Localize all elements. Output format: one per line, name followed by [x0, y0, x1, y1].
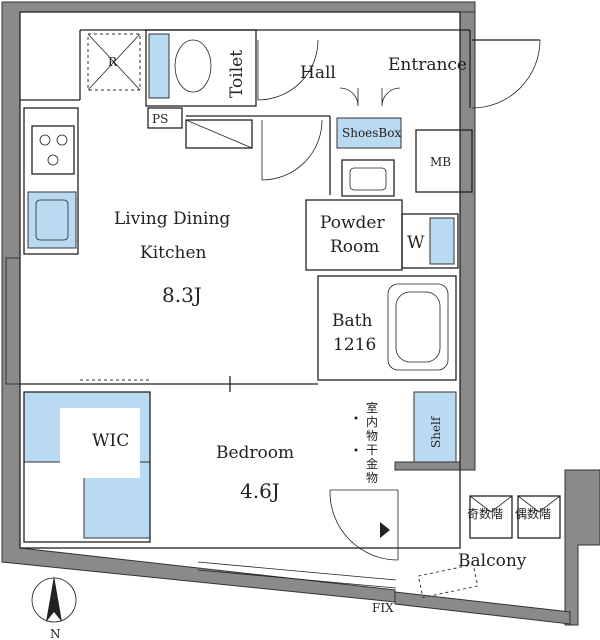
- washer-label: W: [407, 233, 425, 253]
- bedroom-label: Bedroom: [216, 443, 294, 463]
- svg-text:物: 物: [366, 429, 378, 443]
- stair-line: [469, 495, 492, 513]
- stove: [31, 125, 75, 175]
- svg-text:金: 金: [366, 456, 378, 471]
- stair-right-label: 偶数階: [515, 506, 551, 521]
- powder-room: [305, 199, 403, 271]
- entrance-door-swing: [471, 39, 541, 109]
- shoesbox-label: ShoesBox: [342, 126, 401, 140]
- entrance-label: Entrance: [388, 55, 467, 75]
- hall-label: Hall: [300, 63, 336, 83]
- stair-right: [517, 495, 561, 539]
- balcony-door-swing: [329, 489, 399, 561]
- bath-room: [317, 275, 457, 381]
- powder-sink: [341, 159, 395, 197]
- wic-floor: [60, 408, 140, 478]
- shoesbox-doors: [339, 87, 401, 107]
- ldk-size: 8.3J: [162, 283, 202, 307]
- wic-outline: [23, 391, 151, 543]
- aircon-unit: [417, 563, 479, 599]
- mb-label: MB: [430, 155, 451, 169]
- north-arrow-icon: [46, 576, 62, 622]
- burner: [56, 134, 68, 146]
- powder-label-2: Room: [330, 237, 379, 257]
- burner: [47, 154, 59, 166]
- stair-left-label: 奇数階: [467, 506, 503, 521]
- shelf: [413, 391, 457, 463]
- stair-left: [469, 495, 513, 539]
- bath-label-1: Bath: [332, 311, 372, 331]
- bathtub: [387, 283, 449, 371]
- shoesbox: [336, 117, 402, 149]
- washer-space: [401, 213, 459, 269]
- ldk-label-1: Living Dining: [114, 209, 230, 229]
- fridge-label: R: [108, 55, 118, 69]
- ps-label: PS: [152, 112, 168, 126]
- balcony-label: Balcony: [458, 551, 527, 571]
- bathtub-inner: [395, 291, 441, 363]
- dryer-point: [354, 448, 358, 452]
- sink-basin: [35, 199, 69, 241]
- stair-line: [517, 495, 540, 513]
- bottom-window: [197, 561, 397, 589]
- shaft: [185, 119, 253, 149]
- fridge-space: [87, 33, 141, 91]
- bedroom-size: 4.6J: [240, 479, 280, 503]
- left-window: [5, 257, 21, 385]
- mb-room: [415, 129, 473, 193]
- burner: [39, 134, 51, 146]
- wic-label: WIC: [92, 431, 129, 451]
- shelf-label: Shelf: [429, 415, 443, 448]
- washer-blue: [429, 217, 455, 265]
- toilet-label: Toilet: [227, 50, 247, 98]
- ldk-label-2: Kitchen: [140, 243, 206, 263]
- stair-line: [538, 495, 561, 513]
- stair-line: [490, 495, 513, 513]
- door-arrow: [380, 522, 390, 538]
- fridge-cross: [87, 33, 141, 91]
- bath-label-2: 1216: [333, 335, 376, 355]
- indoor-dryer-text: 室 内 物 干 金 物: [366, 400, 378, 485]
- balcony-wall: [564, 469, 600, 626]
- svg-text:室: 室: [366, 400, 378, 415]
- powder-label-1: Powder: [320, 213, 385, 233]
- hall-door-swing: [257, 39, 319, 101]
- svg-text:物: 物: [366, 471, 378, 485]
- toilet-room: [145, 29, 257, 107]
- svg-text:干: 干: [366, 443, 378, 457]
- shaft-diagonal: [185, 119, 253, 149]
- svg-text:内: 内: [366, 415, 378, 429]
- sink-basin: [349, 167, 387, 191]
- balcony-bottom-wall: [394, 591, 571, 625]
- lower-door-swing: [261, 119, 323, 181]
- toilet-bowl: [174, 39, 212, 93]
- north-label: N: [50, 627, 61, 640]
- dryer-point: [354, 416, 358, 420]
- toilet-tank: [148, 33, 170, 99]
- kitchen-counter: [23, 107, 79, 255]
- fix-label: FIX: [372, 601, 394, 615]
- ps-box: [147, 107, 183, 129]
